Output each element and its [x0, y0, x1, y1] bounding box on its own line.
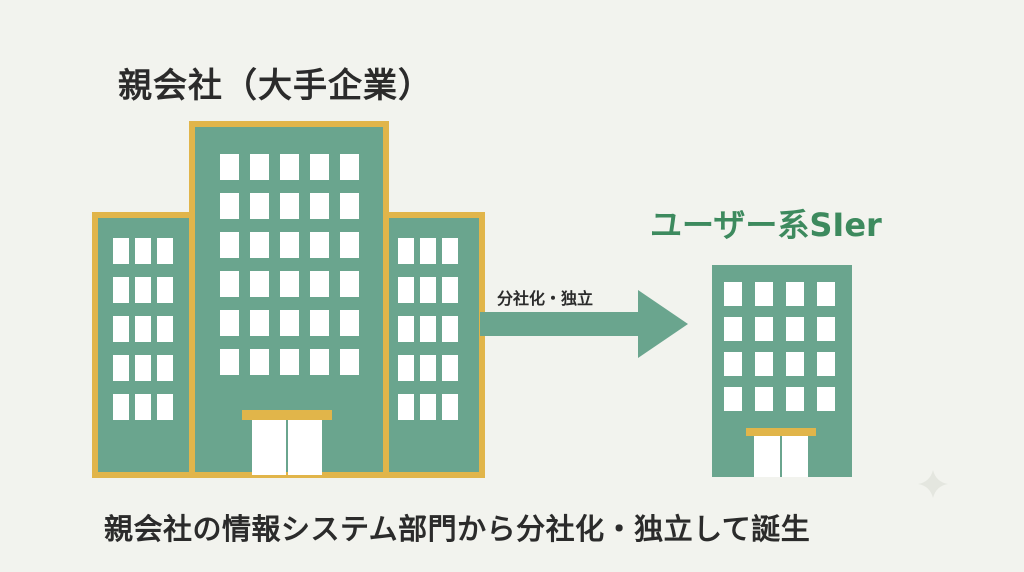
- window: [250, 193, 269, 219]
- window: [340, 310, 359, 336]
- window: [442, 355, 458, 381]
- window: [420, 394, 436, 420]
- arrow-label: 分社化・独立: [497, 289, 594, 308]
- window: [340, 193, 359, 219]
- window: [280, 154, 299, 180]
- window: [113, 316, 129, 342]
- window: [135, 394, 151, 420]
- child-building: [712, 265, 852, 477]
- parent-entrance-canopy: [242, 410, 332, 420]
- window: [442, 394, 458, 420]
- window: [157, 394, 173, 420]
- window: [755, 317, 773, 341]
- window: [250, 310, 269, 336]
- window: [113, 394, 129, 420]
- window: [786, 317, 804, 341]
- window: [786, 352, 804, 376]
- window: [340, 232, 359, 258]
- window: [724, 317, 742, 341]
- window: [817, 317, 835, 341]
- window: [755, 387, 773, 411]
- window: [398, 355, 414, 381]
- window: [280, 349, 299, 375]
- window: [310, 193, 329, 219]
- child-entrance-canopy: [746, 428, 816, 436]
- window: [310, 232, 329, 258]
- window: [442, 238, 458, 264]
- parent-entrance-doors: [252, 420, 322, 475]
- window: [113, 355, 129, 381]
- sparkle-icon: [918, 470, 948, 498]
- window: [280, 193, 299, 219]
- window: [340, 349, 359, 375]
- window: [310, 154, 329, 180]
- window: [817, 387, 835, 411]
- window: [724, 352, 742, 376]
- window: [420, 316, 436, 342]
- window: [220, 232, 239, 258]
- window: [817, 282, 835, 306]
- child-company-title: ユーザー系SIer: [650, 206, 882, 244]
- child-entrance-doors: [754, 436, 808, 477]
- window: [280, 310, 299, 336]
- window: [442, 277, 458, 303]
- window: [310, 271, 329, 297]
- window: [220, 310, 239, 336]
- window: [135, 277, 151, 303]
- window: [340, 271, 359, 297]
- window: [250, 232, 269, 258]
- window: [280, 232, 299, 258]
- window: [398, 316, 414, 342]
- spin-off-arrow: [480, 290, 688, 358]
- window: [250, 349, 269, 375]
- window: [420, 355, 436, 381]
- window: [220, 193, 239, 219]
- parent-company-title: 親会社（大手企業）: [118, 66, 433, 106]
- window: [157, 316, 173, 342]
- window: [755, 352, 773, 376]
- window: [250, 271, 269, 297]
- window: [420, 238, 436, 264]
- child-building-windows: [724, 282, 835, 411]
- caption: 親会社の情報システム部門から分社化・独立して誕生: [104, 512, 811, 546]
- window: [817, 352, 835, 376]
- window: [280, 271, 299, 297]
- window: [786, 387, 804, 411]
- window: [220, 271, 239, 297]
- window: [135, 355, 151, 381]
- parent-building-windows: [113, 154, 458, 420]
- window: [398, 277, 414, 303]
- window: [398, 238, 414, 264]
- window: [157, 238, 173, 264]
- window: [724, 387, 742, 411]
- window: [135, 316, 151, 342]
- window: [755, 282, 773, 306]
- window: [786, 282, 804, 306]
- parent-building: [92, 121, 485, 478]
- window: [420, 277, 436, 303]
- window: [310, 310, 329, 336]
- window: [157, 277, 173, 303]
- window: [220, 349, 239, 375]
- window: [340, 154, 359, 180]
- window: [250, 154, 269, 180]
- window: [157, 355, 173, 381]
- window: [113, 277, 129, 303]
- window: [398, 394, 414, 420]
- window: [724, 282, 742, 306]
- window: [220, 154, 239, 180]
- window: [310, 349, 329, 375]
- window: [442, 316, 458, 342]
- window: [113, 238, 129, 264]
- window: [135, 238, 151, 264]
